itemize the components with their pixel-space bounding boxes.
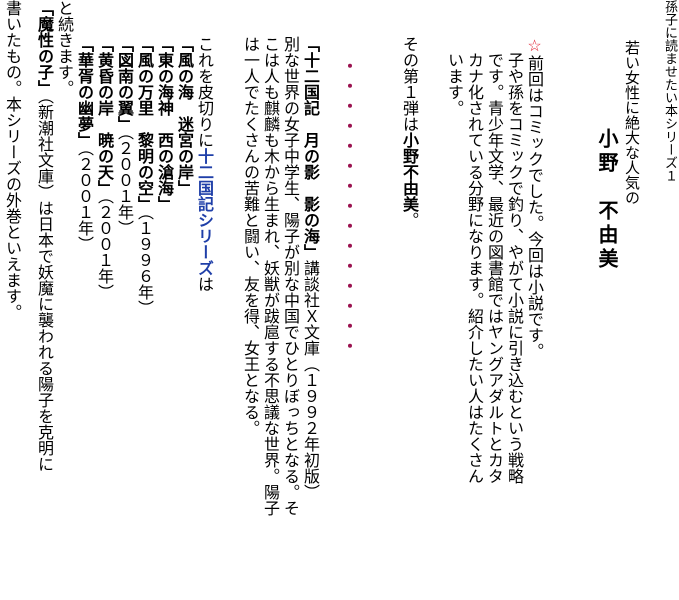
first-book-line: その第１弾は小野不由美。 <box>400 36 419 228</box>
cont-continues: と続きます。 <box>55 0 74 96</box>
intro-line-2: 子や孫をコミックで釣り、やがて小説に引き込むという戦略 <box>505 52 524 484</box>
intro-line-1: ☆前回はコミックでした。今回は小説です。 <box>525 36 544 359</box>
book-item: 「風の海 迷宮の岸」 <box>175 36 194 196</box>
cont-final-line: 書いたもの。本シリーズの外巻といえます。 <box>3 0 22 320</box>
main-line-2: 別な世界の女子中学生、陽子が別な中国でひとりぼっちとなる。そ <box>281 36 300 516</box>
star-icon: ☆ <box>525 36 544 55</box>
cont-last-line: 「魔性の子」（新潮社文庫）は日本で妖魔に襲われる陽子を克明に <box>35 0 54 472</box>
intro-line-4: カナ化されている分野になります。紹介したい人はたくさん <box>465 52 484 484</box>
book-item: 「風の万里 黎明の空」（１９９６年） <box>135 36 154 316</box>
book-item: 「黄昏の岸 暁の天」（２００１年） <box>95 36 114 300</box>
book-item: 「華胥の幽夢」（２００１年） <box>75 36 94 252</box>
last-book-title: 「魔性の子」 <box>35 0 54 96</box>
series-highlight: 十二国記シリーズ <box>195 148 214 276</box>
intro-line-5: います。 <box>445 52 464 116</box>
author-highlight: 小野不由美 <box>400 132 419 212</box>
series-title: 孫子に読ませたい本シリーズ１ <box>662 0 677 182</box>
author-name: 小野 不由美 <box>595 128 619 272</box>
lead-text: 若い女性に絶大な人気の <box>623 40 641 205</box>
main-line-1: 「十二国記 月の影 影の海」講談社Ｘ文庫（１９９２年初版） <box>301 36 320 500</box>
book-item: 「東の海神 西の滄海」 <box>155 36 174 212</box>
dot-separator: ・・・・・・・・・・・・・・・ <box>339 58 358 358</box>
main-book-title: 「十二国記 月の影 影の海」 <box>301 36 320 260</box>
cont-line-1: これを皮切りに十二国記シリーズは <box>195 36 214 292</box>
intro-line-3: です。青少年文学、最近の図書館ではヤングアダルトとカタ <box>485 52 504 484</box>
main-line-3: こは人も麒麟も木から生まれ、妖獣が跋扈する不思議な世界。陽子 <box>261 36 280 516</box>
book-item: 「図南の翼」（２００１年） <box>115 36 134 236</box>
main-line-4: は一人でたくさんの苦難と闘い、友を得、女王となる。 <box>241 36 260 436</box>
